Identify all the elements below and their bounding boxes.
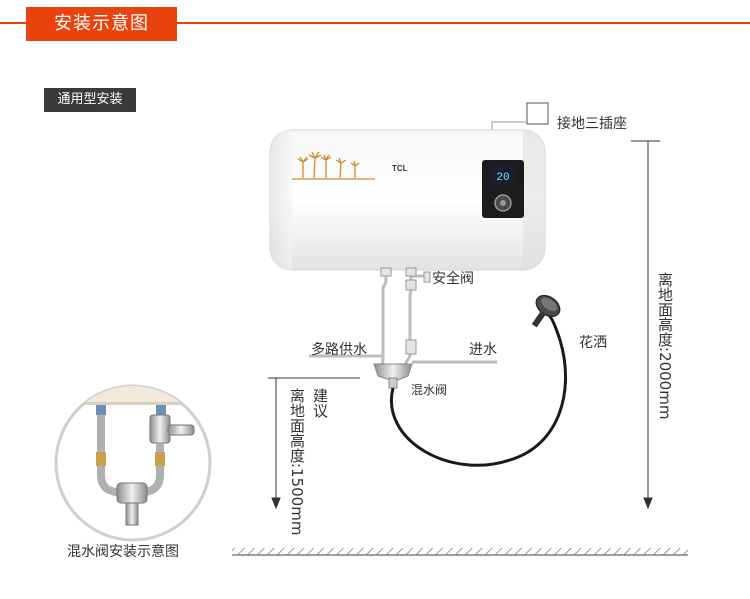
palm-tree-decoration (292, 151, 375, 180)
temperature-display: 20 (496, 172, 509, 184)
header-rule (177, 22, 750, 24)
height-dimension-right (631, 140, 660, 510)
control-panel: 20 (482, 160, 524, 218)
suggest-label: 建议 (311, 388, 329, 418)
water-inlet-label: 进水 (469, 342, 497, 358)
multi-supply-label: 多路供水 (311, 342, 367, 358)
mixing-valve (373, 363, 413, 389)
floor (232, 548, 688, 556)
height-1500-label: 离地面高度:1500mm (288, 388, 306, 536)
installation-type-tag: 通用型安装 (44, 88, 136, 112)
power-socket (491, 102, 549, 130)
header-rule-left (0, 22, 26, 24)
mixing-valve-inset (54, 384, 212, 542)
safety-valve-label: 安全阀 (432, 271, 474, 287)
height-dimension-left (268, 377, 360, 510)
shower-head (531, 294, 561, 328)
pipe-fittings (380, 267, 431, 355)
header-banner: 安装示意图 (26, 7, 177, 41)
height-2000-label: 离地面高度:2000mm (656, 272, 674, 420)
inset-caption: 混水阀安装示意图 (67, 544, 179, 560)
socket-label: 接地三插座 (557, 116, 627, 132)
mixing-valve-label: 混水阀 (411, 383, 448, 397)
shower-label: 花洒 (579, 335, 607, 351)
shower-hose (389, 312, 568, 467)
page-title: 安装示意图 (54, 13, 149, 34)
brand-logo: TCL (392, 164, 408, 173)
water-heater: TCL 20 (269, 129, 546, 271)
